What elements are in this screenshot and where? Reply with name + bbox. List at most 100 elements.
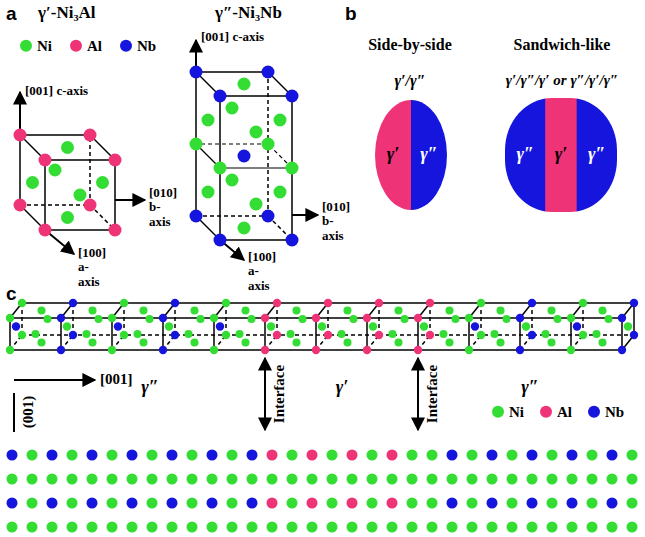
atom — [191, 339, 199, 347]
atom — [57, 346, 65, 354]
atom — [187, 450, 198, 461]
atom — [307, 498, 318, 509]
atom — [407, 522, 418, 533]
cell-edge — [89, 135, 91, 205]
atom — [87, 474, 98, 485]
b-axis-arrow — [292, 214, 318, 216]
atom — [344, 307, 352, 315]
atom — [147, 498, 158, 509]
atom — [327, 474, 338, 485]
atom — [307, 474, 318, 485]
atom — [599, 339, 607, 347]
atom — [6, 346, 14, 354]
atom — [587, 498, 598, 509]
atom — [467, 450, 478, 461]
row-edge — [315, 318, 317, 350]
atom — [267, 522, 278, 533]
figure-label: γ″ — [521, 378, 538, 398]
atom — [67, 522, 78, 533]
cell-edge — [45, 229, 115, 231]
atom — [528, 299, 536, 307]
atom — [627, 522, 638, 533]
atom — [347, 474, 358, 485]
cell-edge — [20, 134, 90, 136]
atom — [447, 474, 458, 485]
atom — [44, 315, 52, 323]
atom — [39, 154, 52, 167]
atom — [522, 322, 530, 330]
atom — [327, 498, 338, 509]
atom — [262, 66, 275, 79]
atom — [528, 331, 536, 339]
phase-label: γ″ — [516, 145, 533, 165]
atom — [607, 498, 618, 509]
atom — [222, 331, 230, 339]
atom — [465, 346, 473, 354]
atom — [18, 299, 26, 307]
panel-letter: c — [6, 284, 17, 305]
atom — [618, 346, 626, 354]
atom — [516, 346, 524, 354]
legend-item: Ni — [492, 404, 524, 421]
atom — [227, 522, 238, 533]
atom — [547, 474, 558, 485]
atom — [18, 331, 26, 339]
phase-band — [375, 100, 412, 210]
legend-swatch — [120, 40, 132, 52]
row-edge — [429, 303, 431, 335]
atom — [140, 307, 148, 315]
atom — [487, 522, 498, 533]
atom — [262, 138, 275, 151]
atom — [134, 330, 142, 338]
atom — [593, 330, 601, 338]
legend-item: Al — [70, 38, 102, 55]
atom — [573, 322, 581, 330]
atom — [426, 331, 434, 339]
atom — [367, 522, 378, 533]
atom — [347, 450, 358, 461]
atom — [47, 522, 58, 533]
atom — [487, 498, 498, 509]
row-edge — [111, 318, 113, 350]
atom — [26, 176, 39, 189]
atom — [286, 234, 299, 247]
atom — [187, 474, 198, 485]
atom — [167, 498, 178, 509]
atom — [49, 164, 62, 177]
phase-label: γ″ — [588, 145, 605, 165]
atom — [471, 322, 479, 330]
interface-arrow — [417, 358, 419, 430]
atom — [38, 307, 46, 315]
atom — [12, 322, 20, 330]
atom — [250, 126, 263, 139]
phase-label: γ′ — [555, 145, 568, 165]
atoms — [6, 66, 638, 533]
atom — [227, 498, 238, 509]
atom — [287, 330, 295, 338]
atom — [367, 450, 378, 461]
atom — [427, 474, 438, 485]
atom — [165, 322, 173, 330]
atom — [389, 330, 397, 338]
atom — [327, 450, 338, 461]
atom — [61, 141, 74, 154]
atom — [127, 522, 138, 533]
row-edge — [276, 303, 278, 335]
interface-arrow — [264, 358, 266, 430]
legend-text: Nb — [605, 404, 624, 421]
mid-plane-edge — [196, 143, 268, 144]
precipitate-shape: γ′γ″ — [375, 100, 447, 210]
atom — [587, 474, 598, 485]
atom — [14, 129, 27, 142]
atom — [344, 339, 352, 347]
atom — [338, 330, 346, 338]
atom — [227, 450, 238, 461]
legend-swatch — [20, 40, 32, 52]
cell-edge — [44, 160, 46, 230]
atom — [605, 315, 613, 323]
atom — [238, 150, 251, 163]
atom — [238, 222, 251, 235]
atom — [7, 474, 18, 485]
atom — [6, 314, 14, 322]
atom — [274, 186, 287, 199]
